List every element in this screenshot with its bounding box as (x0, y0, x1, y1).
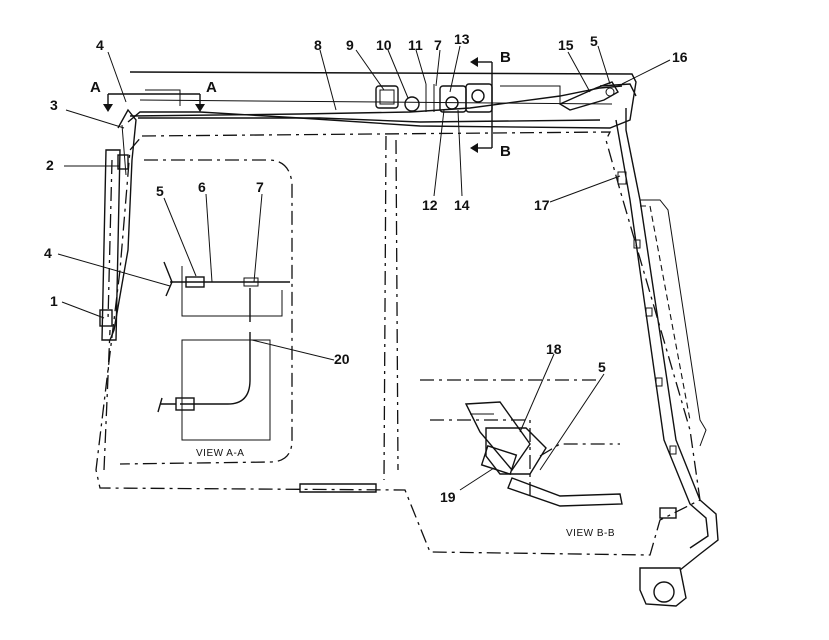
roof-harness (129, 85, 623, 117)
callout-labels: 4 3 2 4 1 8 9 10 11 7 13 12 14 15 5 16 1… (44, 31, 688, 505)
rear-corner-assembly (558, 81, 637, 111)
callout-18: 18 (546, 341, 562, 357)
callout-14: 14 (454, 197, 470, 213)
callout-3: 3 (50, 97, 58, 113)
callout-6: 6 (198, 179, 206, 195)
callout-4-top: 4 (96, 37, 104, 53)
callout-5-top: 5 (590, 33, 598, 49)
callout-19: 19 (440, 489, 456, 505)
callout-2: 2 (46, 157, 54, 173)
view-a-a-panel (119, 159, 293, 465)
callout-7-view-a: 7 (256, 179, 264, 195)
section-a-right-letter: A (206, 79, 217, 96)
section-a-left-letter: A (90, 79, 101, 96)
view-b-b-label: VIEW B-B (566, 528, 615, 539)
callout-11: 11 (408, 37, 423, 53)
section-a-marker (103, 93, 205, 112)
callout-9: 9 (346, 37, 354, 53)
callout-13: 13 (454, 31, 470, 47)
callout-5-view-b: 5 (598, 359, 606, 375)
callout-17: 17 (534, 197, 550, 213)
section-b-bottom-letter: B (500, 143, 511, 160)
leader-lines (57, 45, 671, 491)
rear-post (615, 108, 719, 607)
view-a-a-label: VIEW A-A (196, 448, 244, 459)
section-b-top-letter: B (500, 49, 511, 66)
callout-7-top: 7 (434, 37, 442, 53)
callout-15: 15 (558, 37, 574, 53)
left-pillar (99, 108, 137, 341)
roof-rail (127, 71, 637, 129)
section-letters: A A B B (90, 49, 511, 160)
callout-1: 1 (50, 293, 58, 309)
callout-5-view-a: 5 (156, 183, 164, 199)
cab-outline (95, 131, 701, 556)
callout-12: 12 (422, 197, 438, 213)
callout-16: 16 (672, 49, 688, 65)
callout-8: 8 (314, 37, 322, 53)
callout-4-mid: 4 (44, 245, 52, 261)
callout-20: 20 (334, 351, 350, 367)
roof-connectors (375, 83, 493, 113)
callout-10: 10 (376, 37, 392, 53)
view-b-b-panel (420, 379, 623, 507)
section-b-marker (470, 57, 493, 153)
